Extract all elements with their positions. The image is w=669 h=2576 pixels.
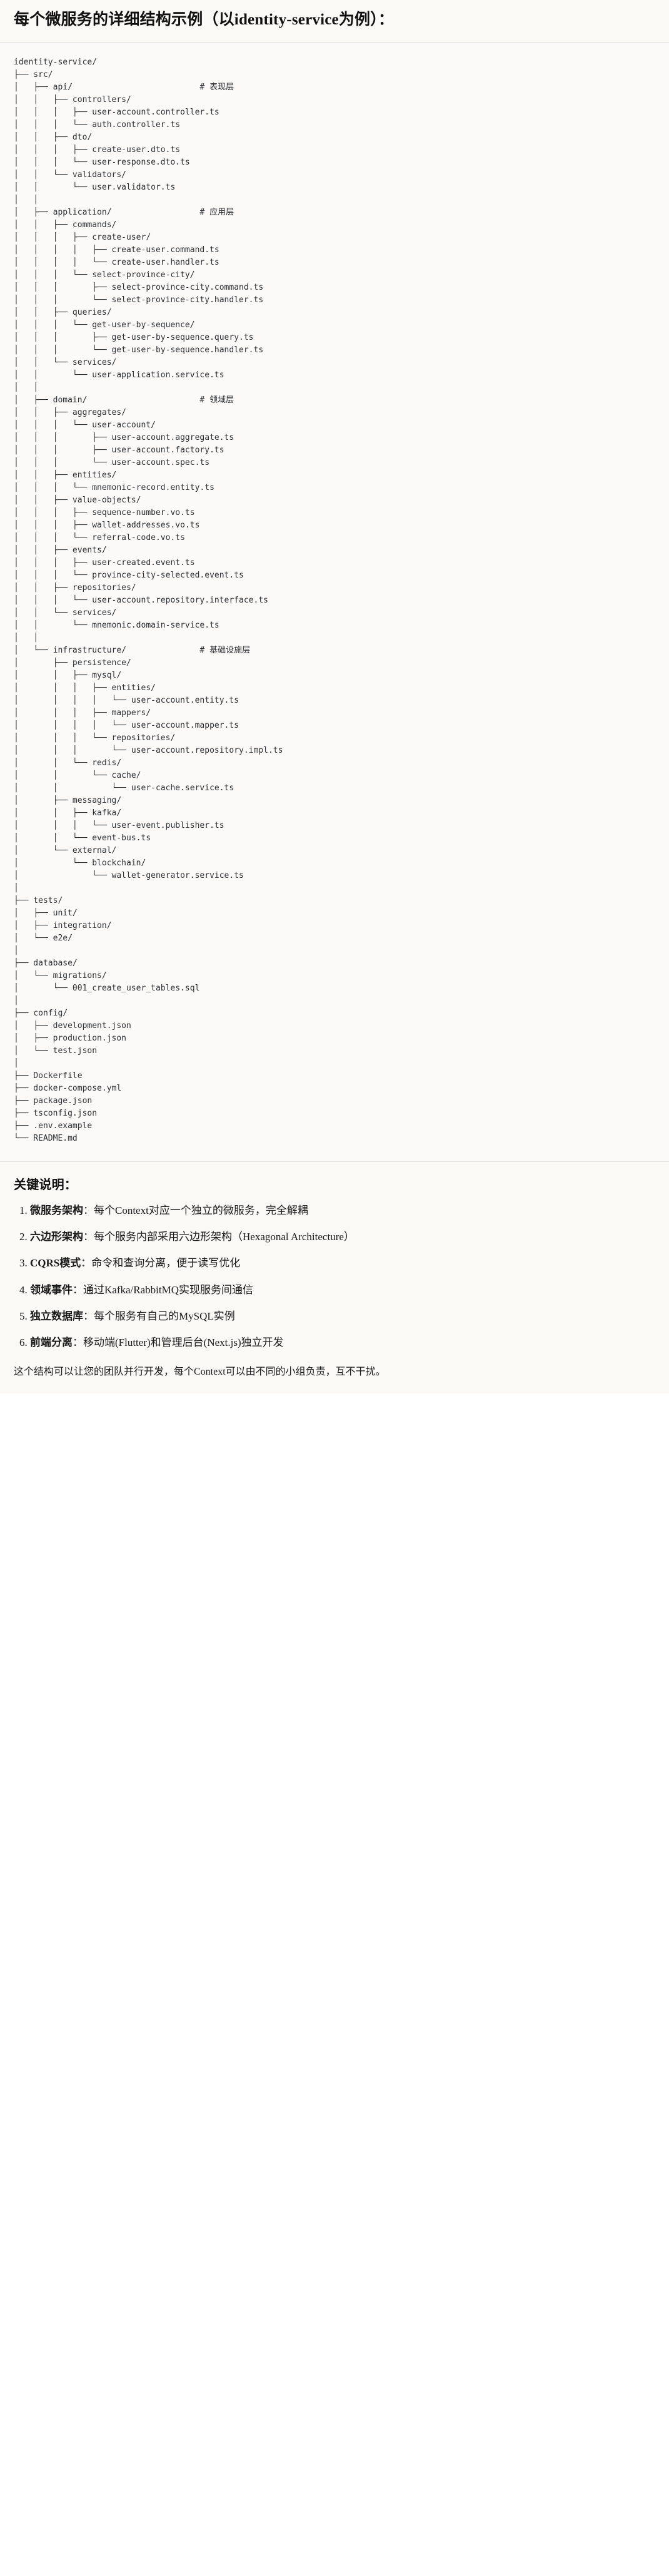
- note-sep: ：: [83, 1310, 94, 1322]
- directory-tree: identity-service/ ├── src/ │ ├── api/ # …: [14, 57, 283, 1143]
- note-key: 六边形架构: [30, 1230, 83, 1243]
- list-item: 独立数据库：每个服务有自己的MySQL实例: [30, 1308, 655, 1325]
- note-sep: ：: [73, 1336, 83, 1349]
- list-item: 领域事件：通过Kafka/RabbitMQ实现服务间通信: [30, 1282, 655, 1298]
- note-key: 前端分离: [30, 1336, 73, 1349]
- note-sep: ：: [83, 1204, 94, 1216]
- header-section: 每个微服务的详细结构示例（以identity-service为例）：: [0, 0, 669, 43]
- key-notes-list: 微服务架构：每个Context对应一个独立的微服务，完全解耦 六边形架构：每个服…: [14, 1203, 655, 1352]
- page-title: 每个微服务的详细结构示例（以identity-service为例）：: [14, 11, 395, 28]
- list-item: CQRS模式：命令和查询分离，便于读写优化: [30, 1255, 655, 1271]
- note-key: 领域事件: [30, 1283, 73, 1296]
- note-desc: 命令和查询分离，便于读写优化: [91, 1257, 241, 1270]
- closing-paragraph: 这个结构可以让您的团队并行开发，每个Context可以由不同的小组负责，互不干扰…: [14, 1366, 386, 1377]
- document-page: 每个微服务的详细结构示例（以identity-service为例）： ident…: [0, 0, 669, 1393]
- note-sep: ：: [73, 1283, 83, 1296]
- key-notes-title: 关键说明：: [14, 1178, 77, 1192]
- list-item: 微服务架构：每个Context对应一个独立的微服务，完全解耦: [30, 1203, 655, 1219]
- note-key: CQRS模式: [30, 1257, 81, 1270]
- directory-tree-section: identity-service/ ├── src/ │ ├── api/ # …: [0, 42, 669, 1162]
- note-desc: 每个服务有自己的MySQL实例: [94, 1310, 235, 1322]
- list-item: 六边形架构：每个服务内部采用六边形架构（Hexagonal Architectu…: [30, 1229, 655, 1245]
- note-desc: 移动端(Flutter)和管理后台(Next.js)独立开发: [83, 1336, 284, 1349]
- list-item: 前端分离：移动端(Flutter)和管理后台(Next.js)独立开发: [30, 1335, 655, 1351]
- note-desc: 每个Context对应一个独立的微服务，完全解耦: [94, 1204, 308, 1216]
- note-sep: ：: [81, 1257, 92, 1270]
- note-desc: 每个服务内部采用六边形架构（Hexagonal Architecture）: [94, 1230, 355, 1243]
- note-key: 独立数据库: [30, 1310, 83, 1322]
- key-notes-section: 关键说明： 微服务架构：每个Context对应一个独立的微服务，完全解耦 六边形…: [0, 1161, 669, 1394]
- note-key: 微服务架构: [30, 1204, 83, 1216]
- note-desc: 通过Kafka/RabbitMQ实现服务间通信: [83, 1283, 253, 1296]
- note-sep: ：: [83, 1230, 94, 1243]
